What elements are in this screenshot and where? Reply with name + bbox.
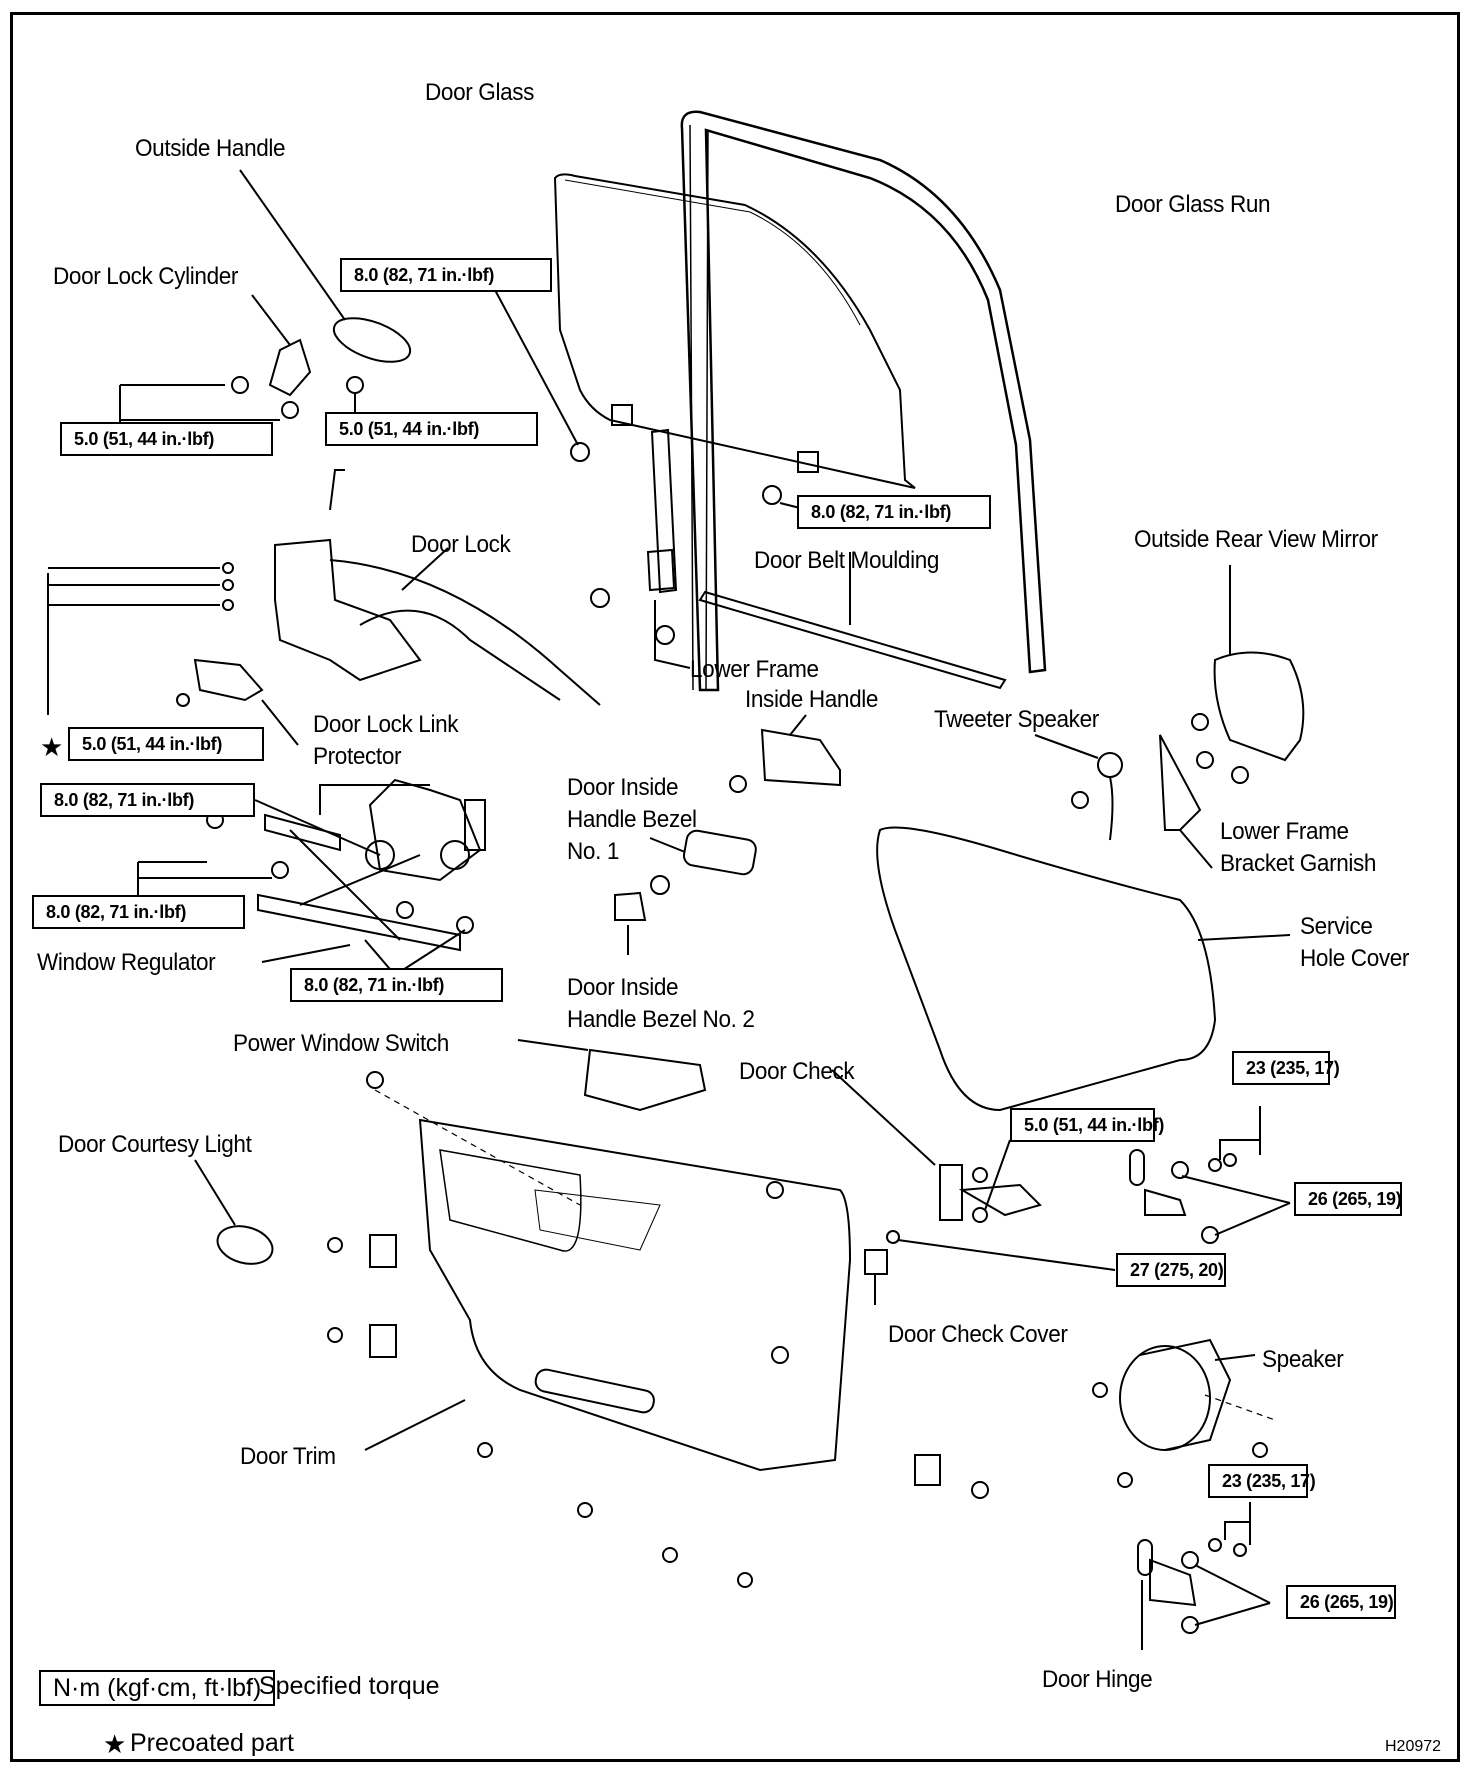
window-regulator-drawing: [137, 778, 486, 976]
label-door-glass-run: Door Glass Run: [1115, 191, 1271, 218]
label-inside-handle: Inside Handle: [745, 686, 879, 713]
label-door-check-cover: Door Check Cover: [888, 1321, 1068, 1348]
label-door-courtesy-light: Door Courtesy Light: [58, 1131, 252, 1158]
service-hole-cover-drawing: [876, 826, 1291, 1112]
label-door-check: Door Check: [739, 1058, 855, 1085]
label-lower-frame: Lower Frame: [690, 656, 819, 683]
legend-torque-description: : Specified torque: [245, 1672, 440, 1700]
lower-hinge-drawing: [1137, 1502, 1271, 1650]
courtesy-light-drawing: [194, 1159, 989, 1499]
torque-door-check: 5.0 (51, 44 in.·lbf): [1010, 1108, 1164, 1142]
label-door-inside-handle-bezel-1-b: Handle Bezel: [567, 806, 697, 833]
torque-glass-bolt-lower: 8.0 (82, 71 in.·lbf): [797, 495, 991, 529]
label-door-inside-handle-bezel-2-a: Door Inside: [567, 974, 679, 1001]
label-power-window-switch: Power Window Switch: [233, 1030, 449, 1057]
torque-regulator-bottom: 8.0 (82, 71 in.·lbf): [290, 968, 503, 1002]
torque-glass-bolt-top: 8.0 (82, 71 in.·lbf): [340, 258, 552, 292]
inside-handle-drawing: [614, 714, 841, 955]
torque-upper-hinge-nuts: 23 (235, 17): [1232, 1051, 1340, 1085]
upper-hinge-drawing: [1129, 1106, 1291, 1244]
diagram-frame: [10, 12, 1460, 1762]
door-trim-drawing: [364, 1089, 852, 1588]
label-window-regulator: Window Regulator: [37, 949, 216, 976]
torque-lower-hinge-nuts: 23 (235, 17): [1208, 1464, 1316, 1498]
torque-lower-hinge-bolts: 26 (265, 19): [1286, 1585, 1396, 1619]
door-lock-drawing: [47, 469, 601, 746]
belt-moulding-drawing: [698, 552, 1007, 690]
figure-code: H20972: [1385, 1738, 1442, 1755]
outside-handle-drawing: [239, 169, 412, 363]
speaker-drawing: [1092, 1338, 1276, 1488]
door-glass-drawing: [553, 173, 916, 489]
tweeter-mirror-drawing: [1034, 565, 1305, 869]
precoated-star-icon: ★: [40, 732, 64, 762]
label-tweeter-speaker: Tweeter Speaker: [934, 706, 1099, 733]
label-door-inside-handle-bezel-1-c: No. 1: [567, 838, 620, 865]
label-service-hole-cover-2: Hole Cover: [1300, 945, 1410, 972]
label-door-hinge: Door Hinge: [1042, 1666, 1153, 1693]
label-outside-rear-view-mirror: Outside Rear View Mirror: [1134, 526, 1378, 553]
lower-frame-drawing: [646, 428, 691, 669]
door-glass-run-drawing: [680, 110, 1047, 692]
torque-outside-handle: 5.0 (51, 44 in.·lbf): [325, 412, 538, 446]
legend-torque-units-box: N·m (kgf·cm, ft·lbf): [39, 1670, 276, 1706]
glass-bolts-drawing: [494, 289, 801, 645]
label-door-lock: Door Lock: [411, 531, 511, 558]
torque-door-lock-screws: 5.0 (51, 44 in.·lbf): [68, 727, 264, 761]
label-service-hole-cover-1: Service: [1300, 913, 1373, 940]
label-outside-handle: Outside Handle: [135, 135, 286, 162]
torque-door-check-bolt: 27 (275, 20): [1116, 1253, 1226, 1287]
label-door-glass: Door Glass: [425, 79, 535, 106]
torque-lock-cylinder: 5.0 (51, 44 in.·lbf): [60, 422, 273, 456]
label-speaker: Speaker: [1262, 1346, 1344, 1373]
label-door-belt-moulding: Door Belt Moulding: [754, 547, 940, 574]
label-lower-frame-bracket-garnish-2: Bracket Garnish: [1220, 850, 1377, 877]
torque-regulator-left: 8.0 (82, 71 in.·lbf): [32, 895, 245, 929]
torque-regulator-upper: 8.0 (82, 71 in.·lbf): [40, 783, 255, 817]
legend-precoated-part: Precoated part: [130, 1729, 294, 1757]
power-window-switch-drawing: [366, 1039, 707, 1112]
label-lower-frame-bracket-garnish-1: Lower Frame: [1220, 818, 1349, 845]
label-door-lock-link-protector-2: Protector: [313, 743, 402, 770]
door-lock-cylinder-drawing: [119, 294, 364, 432]
label-door-lock-link-protector-1: Door Lock Link: [313, 711, 459, 738]
legend-star-icon: ★: [103, 1729, 127, 1759]
label-door-inside-handle-bezel-1-a: Door Inside: [567, 774, 679, 801]
label-door-lock-cylinder: Door Lock Cylinder: [53, 263, 239, 290]
torque-upper-hinge-bolts: 26 (265, 19): [1294, 1182, 1402, 1216]
door-check-drawing: [831, 1069, 1116, 1305]
label-door-trim: Door Trim: [240, 1443, 336, 1470]
label-door-inside-handle-bezel-2-b: Handle Bezel No. 2: [567, 1006, 755, 1033]
